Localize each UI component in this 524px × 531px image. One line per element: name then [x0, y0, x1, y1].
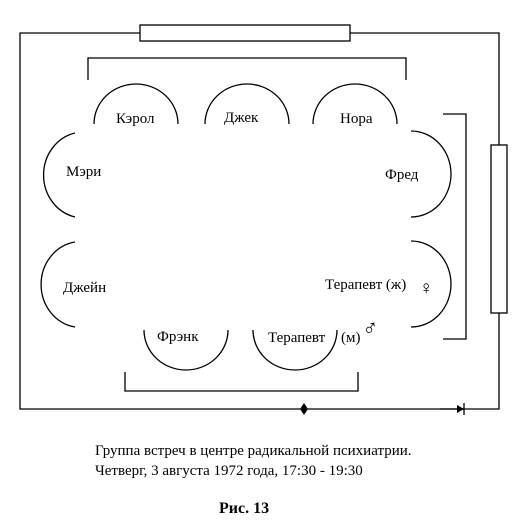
label-therapist-female: Терапевт (ж)	[325, 277, 406, 293]
chair-fred	[410, 130, 452, 218]
chair-jane	[40, 241, 76, 328]
room-wall-top-right	[350, 32, 500, 145]
room-wall-outline	[19, 32, 500, 410]
label-therapist-male: Терапевт	[268, 330, 326, 346]
room-diagram: Кэрол Джек Нора Мэри Фред Джейн Терапевт…	[19, 24, 508, 415]
label-nora: Нора	[340, 111, 373, 127]
label-carol: Кэрол	[116, 111, 155, 127]
figure-label: Рис. 13	[219, 500, 270, 517]
female-symbol-icon: ♀	[419, 278, 433, 299]
top-bench	[87, 57, 407, 80]
label-frank: Фрэнк	[157, 329, 199, 345]
bottom-bench	[124, 372, 359, 392]
chair-nora	[312, 83, 398, 125]
chair-therapist-male	[252, 329, 338, 371]
chair-therapist-female	[410, 240, 452, 328]
label-mary: Мэри	[66, 164, 101, 180]
door-arrow-head	[457, 405, 464, 413]
right-window	[490, 144, 508, 314]
chair-jack	[204, 83, 290, 125]
chair-frank	[143, 329, 229, 371]
top-window	[139, 24, 351, 42]
right-bench	[443, 113, 467, 340]
label-jane: Джейн	[63, 280, 106, 296]
label-jack: Джек	[224, 110, 259, 126]
caption-line-1: Группа встреч в центре радикальной психи…	[95, 443, 412, 459]
caption-line-2: Четверг, 3 августа 1972 года, 17:30 - 19…	[95, 463, 363, 479]
chair-mary	[42, 132, 76, 218]
label-fred: Фред	[385, 167, 419, 183]
label-therapist-male-suffix: (м)	[341, 330, 360, 346]
male-symbol-icon: ♂	[360, 314, 380, 341]
chair-carol	[93, 83, 179, 125]
wall-diamond-marker	[300, 403, 308, 415]
